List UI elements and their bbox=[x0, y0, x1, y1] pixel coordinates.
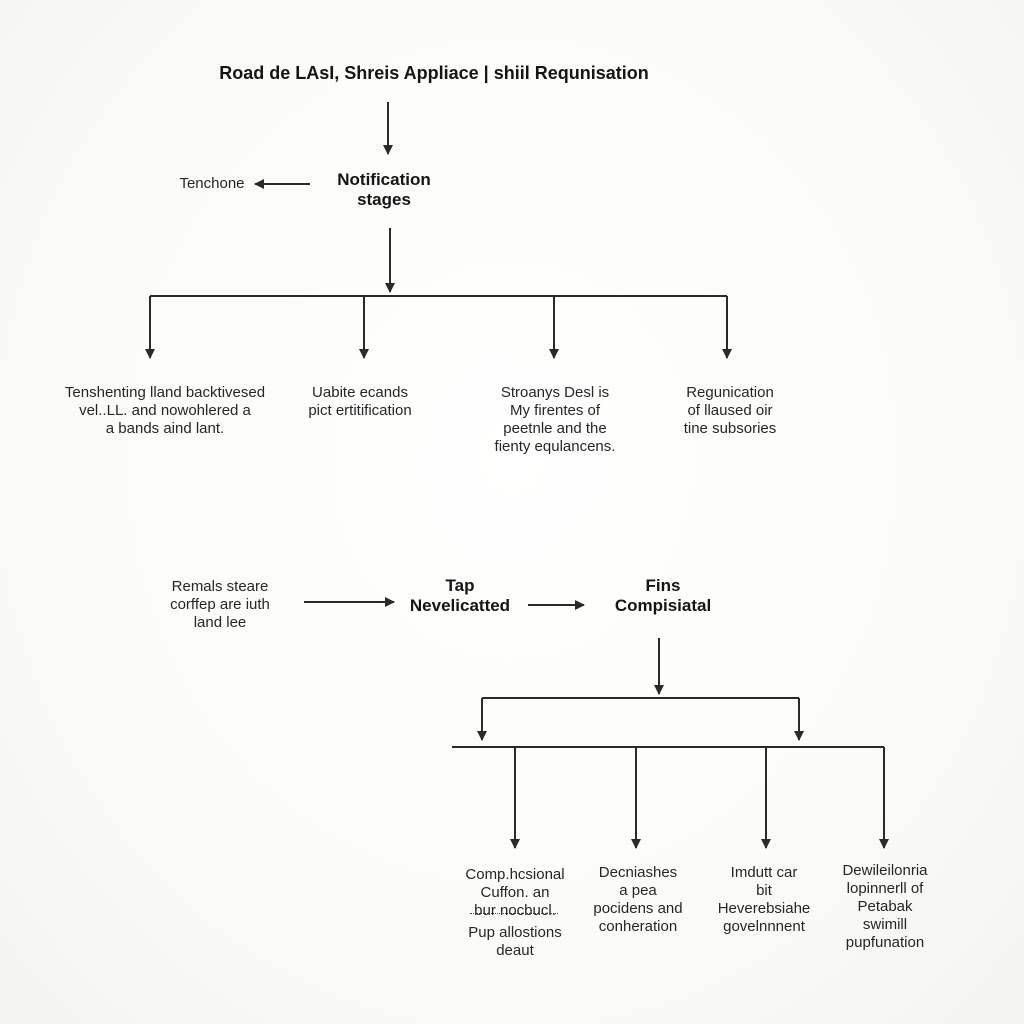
flow-middle-line-2: Nevelicatted bbox=[409, 596, 511, 615]
outcome-4-line-4: swimill bbox=[862, 916, 908, 933]
branch-3-line-2: My firentes of bbox=[509, 402, 601, 419]
flow-left-line-2: corffep are iuth bbox=[170, 596, 270, 613]
flow-middle-node: Tap Nevelicatted bbox=[390, 576, 530, 616]
flow-left-node: Remals steare corffep are iuth land lee bbox=[150, 578, 290, 632]
outcome-1-line-2: Cuffon. an bbox=[480, 884, 550, 901]
outcome-2-line-3: pocidens and bbox=[593, 900, 683, 917]
branch-4-line-2: of llaused oir bbox=[687, 402, 773, 419]
notification-line-2: stages bbox=[357, 190, 411, 209]
outcome-3-line-2: bit bbox=[756, 882, 772, 899]
outcome-3-line-1: Imdutt car bbox=[730, 864, 798, 881]
flow-left-line-3: land lee bbox=[193, 614, 247, 631]
diagram-title: Road de LAsI, Shreis Appliace | shiil Re… bbox=[219, 63, 649, 83]
outcome-4-line-1: Dewileilonria bbox=[842, 862, 928, 879]
flow-left-line-1: Remals steare bbox=[171, 578, 269, 595]
outcome-text-2: Decniashes a pea pocidens and conheratio… bbox=[568, 864, 708, 936]
outcome-text-4: Dewileilonria lopinnerll of Petabak swim… bbox=[820, 862, 950, 952]
outcome-2-line-2: a pea bbox=[619, 882, 657, 899]
branch-3-line-4: fienty equlancens. bbox=[494, 438, 616, 455]
branch-4-line-1: Regunication bbox=[686, 384, 774, 401]
branch-text-2: Uabite ecands pict ertitification bbox=[280, 384, 440, 420]
outcome-1-line-1: Comp.hcsional bbox=[465, 866, 565, 883]
outcome-1-extra-line-2: deaut bbox=[496, 942, 534, 959]
outcome-2-line-4: conheration bbox=[598, 918, 678, 935]
outcome-text-1-extra: Pup allostions deaut bbox=[440, 924, 590, 960]
branch-3-line-1: Stroanys Desl is bbox=[500, 384, 610, 401]
outcome-1-divider bbox=[470, 913, 558, 914]
outcome-1-extra-line-1: Pup allostions bbox=[468, 924, 562, 941]
branch-text-1: Tenshenting lland backtivesed vel..LL. a… bbox=[35, 384, 295, 438]
branch-2-line-2: pict ertitification bbox=[308, 402, 412, 419]
outcome-text-3: Imdutt car bit Heverebsiahe govelnnnent bbox=[694, 864, 834, 936]
flow-right-node: Fins Compisiatal bbox=[593, 576, 733, 616]
side-label: Tenchone bbox=[179, 175, 245, 192]
branch-3-line-3: peetnle and the bbox=[503, 420, 607, 437]
flow-right-line-2: Compisiatal bbox=[614, 596, 712, 615]
flow-right-line-1: Fins bbox=[645, 576, 681, 595]
branch-1-line-1: Tenshenting lland backtivesed bbox=[64, 384, 266, 401]
outcome-4-line-3: Petabak bbox=[857, 898, 913, 915]
branch-text-4: Regunication of llaused oir tine subsori… bbox=[655, 384, 805, 438]
outcome-text-1: Comp.hcsional Cuffon. an bur nocbucl. bbox=[440, 866, 590, 920]
branch-1-line-3: a bands aind lant. bbox=[105, 420, 225, 437]
outcome-4-line-5: pupfunation bbox=[845, 934, 925, 951]
branch-1-line-2: vel..LL. and nowohlered a bbox=[79, 402, 251, 419]
branch-text-3: Stroanys Desl is My firentes of peetnle … bbox=[470, 384, 640, 456]
outcome-1-line-3: bur nocbucl. bbox=[474, 902, 556, 919]
outcome-3-line-3: Heverebsiahe bbox=[717, 900, 811, 917]
outcome-2-line-1: Decniashes bbox=[598, 864, 678, 881]
outcome-3-line-4: govelnnnent bbox=[723, 918, 805, 935]
flow-middle-line-1: Tap bbox=[445, 576, 475, 595]
notification-line-1: Notification bbox=[337, 170, 431, 189]
branch-2-line-1: Uabite ecands bbox=[312, 384, 408, 401]
notification-stages-node: Notification stages bbox=[304, 170, 464, 210]
outcome-4-line-2: lopinnerll of bbox=[846, 880, 924, 897]
branch-4-line-3: tine subsories bbox=[683, 420, 777, 437]
